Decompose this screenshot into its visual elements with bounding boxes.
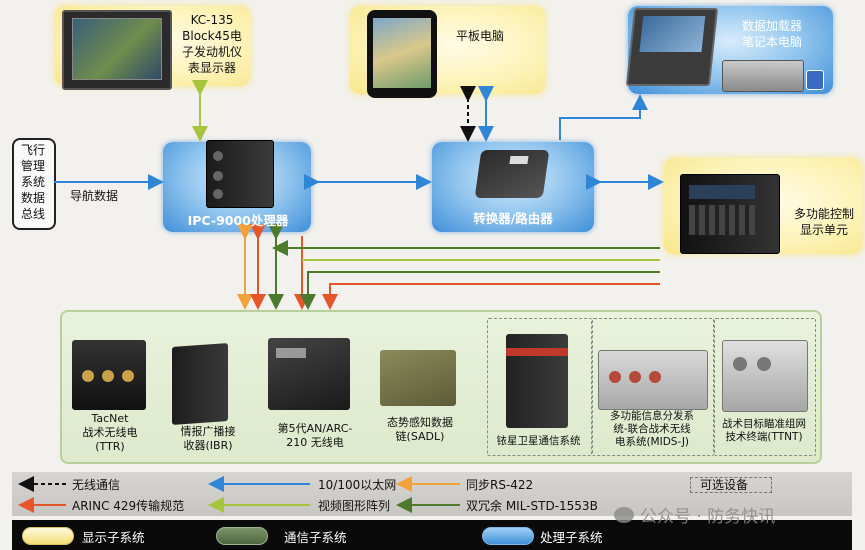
flight-bus-box xyxy=(12,138,56,230)
tnt-label: 战术目标瞄准组网 技术终端(TTNT) xyxy=(722,418,806,443)
line-data-loader xyxy=(559,94,648,140)
card-icon xyxy=(806,70,824,90)
ipc9000-label: IPC-9000处理器 xyxy=(187,213,289,228)
key-comm-swatch xyxy=(216,527,268,545)
sadl-device-icon xyxy=(380,350,456,406)
tnt-device-icon xyxy=(722,340,808,412)
tablet-icon xyxy=(367,10,437,98)
key-display-swatch xyxy=(22,527,74,545)
tacnet-device-icon xyxy=(72,340,146,410)
satcom-device-icon xyxy=(506,334,568,428)
converter-label: 转换器/路由器 xyxy=(473,211,553,226)
ipc9000-device-icon xyxy=(206,140,274,208)
legend-rs422: 同步RS-422 xyxy=(466,478,534,492)
watermark: 公众号 · 防务快讯 xyxy=(640,507,776,527)
satcom-label: 铱星卫星通信系统 xyxy=(496,435,581,447)
mids-device-icon xyxy=(598,350,708,410)
key-proc-swatch xyxy=(482,527,534,545)
legend-mil1553: 双冗余 MIL-STD-1553B xyxy=(466,499,598,513)
optional-group-tnt xyxy=(714,318,816,456)
mids-label: 多功能信息分发系 统-联合战术无线 电系统(MIDS-J) xyxy=(610,410,694,448)
arc210-label: 第5代AN/ARC- 210 无线电 xyxy=(277,422,353,449)
key-proc-label: 处理子系统 xyxy=(540,530,603,545)
optional-group-mids xyxy=(592,318,714,456)
kc135-label: KC-135 Block45电 子发动机仪 表显示器 xyxy=(181,13,242,75)
tablet-label: 平板电脑 xyxy=(456,29,505,43)
kc135-screen-icon xyxy=(62,10,172,90)
data-loader-label: 数据加载器 笔记本电脑 xyxy=(741,19,802,49)
subsystem-key-bar xyxy=(12,520,852,550)
wechat-icon xyxy=(614,507,634,523)
data-loader-icon xyxy=(722,60,804,92)
legend-optional: 可选设备 xyxy=(700,478,749,492)
legend-arinc429: ARINC 429传输规范 xyxy=(72,499,185,513)
legend-bar xyxy=(12,472,852,516)
legend-wireless: 无线通信 xyxy=(72,478,121,492)
legend-optional-box xyxy=(690,477,772,493)
mfcdu-device-icon xyxy=(680,174,780,254)
key-display-label: 显示子系统 xyxy=(82,530,145,545)
optional-group-satcom xyxy=(487,318,592,456)
legend-video: 视频图形阵列 xyxy=(318,499,391,513)
arc210-device-icon xyxy=(268,338,350,410)
sadl-label: 态势感知数据 链(SADL) xyxy=(387,416,453,443)
line-mfcdu-arinc xyxy=(322,283,660,310)
key-comm-label: 通信子系统 xyxy=(284,530,347,545)
legend-ethernet: 10/100以太网 xyxy=(318,478,397,492)
tacnet-label: TacNet 战术无线电 (TTR) xyxy=(82,412,138,453)
mfcdu-label: 多功能控制 显示单元 xyxy=(793,207,854,237)
line-mfcdu-1553-b xyxy=(300,271,660,310)
flight-bus-label: 飞行 管理 系统 数据 总线 xyxy=(20,143,45,221)
ibr-label: 情报广播接 收器(IBR) xyxy=(180,425,236,452)
nav-data-label: 导航数据 xyxy=(70,189,119,203)
